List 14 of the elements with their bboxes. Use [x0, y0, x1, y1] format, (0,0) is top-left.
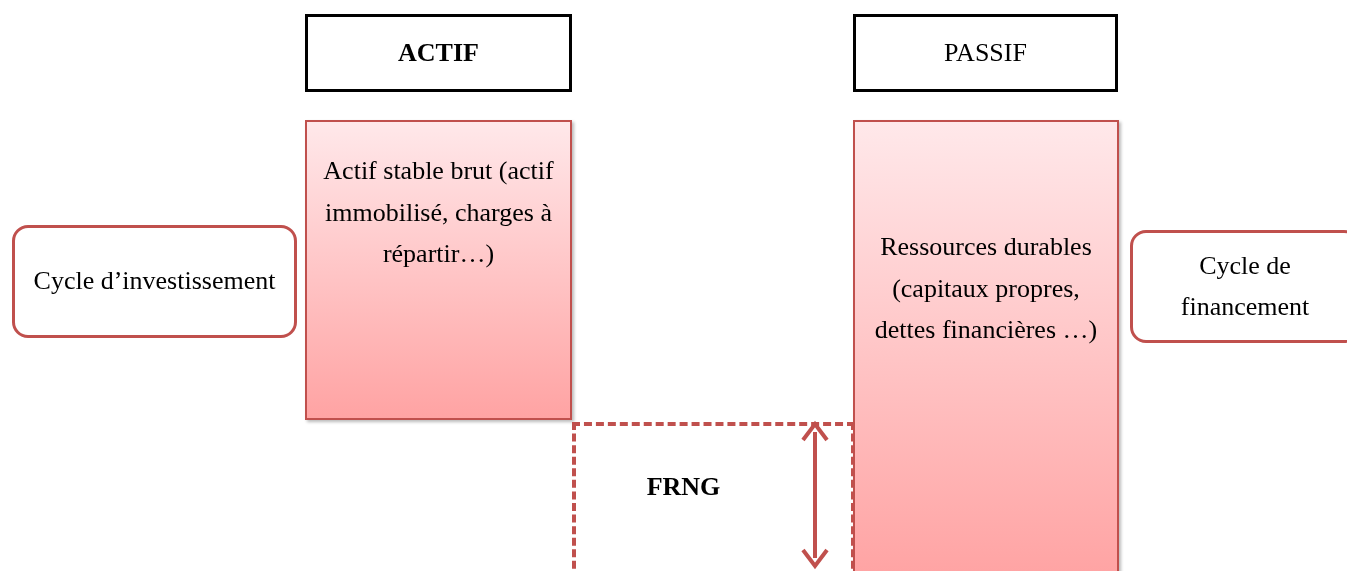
node-label: Cycle de financement	[1179, 250, 1311, 323]
node-label: PASSIF	[944, 37, 1027, 70]
balance-block	[305, 120, 572, 420]
balance-block	[853, 120, 1119, 571]
cycle-box	[12, 225, 297, 338]
node-label: FRNG	[646, 471, 721, 503]
node-label: ACTIF	[398, 37, 479, 70]
header-box	[853, 14, 1118, 92]
header-box	[305, 14, 572, 92]
cycle-box	[1130, 230, 1347, 343]
node-label: Actif stable brut (actif immobilisé, charges à répartir…)	[322, 155, 555, 271]
node-label: Ressources durables (capitaux propres, dettes financières …)	[873, 231, 1099, 347]
node-label: Cycle d’investissement	[33, 265, 276, 298]
gap-box	[572, 422, 855, 571]
